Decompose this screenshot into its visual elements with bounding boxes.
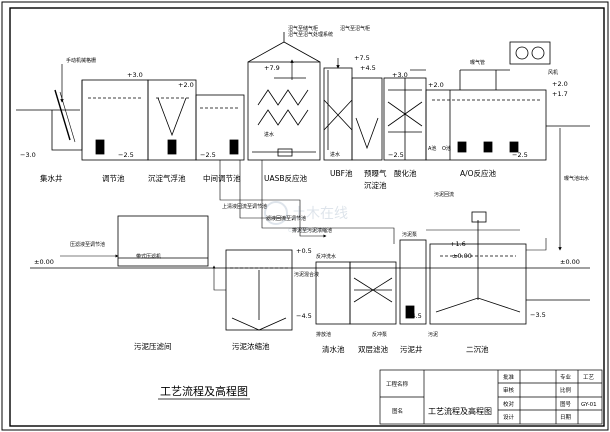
label-filtrate-return: 滤液回流至调节池 [266, 215, 306, 222]
lower-flow-lines [60, 160, 547, 291]
tb-approved: 批准 [503, 373, 515, 381]
label-ubf: UBF池 [330, 168, 353, 178]
label-double-filter: 双层滤池 [358, 344, 388, 354]
label-filtrate-to-eq: 压滤液至调节池 [70, 241, 105, 248]
lower-train [30, 211, 590, 331]
blower-shape [509, 41, 551, 65]
label-a-tank: A池 [428, 145, 436, 152]
tb-drawing-no: 图号 [560, 400, 572, 408]
title-block [379, 369, 603, 425]
double-filter-shape [349, 261, 397, 325]
svg-text:co188.com: co188.com [288, 226, 327, 234]
label-daf: 沉淀气浮池 [148, 173, 186, 183]
label-sludge-pump: 污泥泵 [402, 231, 417, 238]
ao-reactor-shape [425, 89, 547, 161]
elev-minus-3-5: −3.5 [530, 311, 546, 319]
elev-plus-1-6: +1.6 [450, 240, 466, 248]
label-o-tank: O池 [442, 145, 451, 152]
press-room-shape [117, 215, 209, 267]
equalization-tank-shape [81, 79, 149, 161]
label-blower: 风机 [548, 69, 558, 76]
tb-specialty: 专业 [560, 373, 572, 381]
label-supernatant-return: 上清液回流至调节池 [222, 203, 267, 210]
label-biogas-3: 沼气至沼气柜 [340, 25, 370, 32]
sludge-well-shape [399, 239, 427, 325]
label-pre-aeration-2: 沉淀池 [364, 180, 387, 190]
drawing-title: 工艺流程及高程图 [160, 384, 248, 398]
label-pre-aeration-1: 预曝气 [364, 168, 387, 178]
elev-plus-2-0-b: +2.0 [428, 81, 444, 89]
uasb-shape [247, 61, 321, 161]
elev-pm-0-00-b: ±0.00 [452, 252, 472, 260]
watermark: 土木在线 co188.com [264, 201, 348, 234]
label-collection-well: 集水井 [40, 173, 63, 183]
label-outfall: 排放池 [316, 331, 331, 338]
tb-designed: 设计 [503, 413, 515, 421]
label-uasb: UASB反应池 [264, 173, 308, 183]
label-sludge-thickener: 污泥浓缩池 [232, 341, 270, 351]
elev-pm-0-00-c: ±0.00 [560, 258, 580, 266]
label-sludge-well: 污泥井 [400, 344, 423, 354]
label-sludge-return: 污泥回流 [434, 191, 454, 198]
elev-plus-4-5: +4.5 [360, 64, 376, 72]
elev-plus-2-0-c: +2.0 [552, 80, 568, 88]
label-press-filter: 带式压滤机 [136, 253, 161, 260]
drawing-frame-inner [9, 7, 605, 427]
elev-plus-7-5: +7.5 [354, 54, 370, 62]
label-aeration-pipe: 曝气管 [470, 59, 485, 66]
clear-water-shape [315, 261, 351, 325]
label-ao-reactor: A/O反应池 [460, 168, 497, 178]
elev-minus-2-5-a: −2.5 [118, 151, 134, 159]
label-biogas-1: 沼气至储气柜 [288, 25, 318, 32]
elev-minus-4-5-b: −4.5 [406, 312, 422, 320]
elev-minus-2-5-c: −2.5 [388, 151, 404, 159]
tb-scale: 比例 [560, 386, 572, 394]
elev-pm-0-00-a: ±0.00 [34, 258, 54, 266]
label-sludge-press-room: 污泥压滤间 [134, 341, 172, 351]
label-sludge: 污泥 [428, 331, 438, 338]
pre-aeration-shape [351, 77, 383, 161]
tb-project-label: 工程名称 [386, 380, 409, 388]
label-sludge-mix: 污泥混合液 [294, 271, 319, 278]
label-secondary-clarifier: 二沉池 [466, 344, 489, 354]
label-equalization-tank: 调节池 [102, 173, 125, 183]
label-backwash-water: 反冲洗水 [316, 253, 336, 260]
upper-train [16, 32, 590, 161]
elev-plus-2-0-a: +2.0 [178, 81, 194, 89]
label-aerated-effluent: 曝气池出水 [564, 175, 589, 182]
elev-plus-3-0-b: +3.0 [392, 71, 408, 79]
tb-drawing-name: 工艺流程及高程图 [428, 406, 492, 416]
elev-plus-1-7: +1.7 [552, 90, 568, 98]
label-fine-screen: 手动机械格栅 [66, 57, 96, 64]
elev-plus-3-0-a: +3.0 [127, 71, 143, 79]
label-inlet-2: 进水 [330, 151, 340, 158]
label-clear-water: 清水池 [322, 344, 345, 354]
label-acidification: 酸化池 [394, 168, 417, 178]
elev-plus-7-9: +7.9 [264, 64, 280, 72]
elev-minus-2-5-d: −2.5 [512, 151, 528, 159]
tb-drawing-no-value: GY-01 [581, 402, 597, 408]
upper-flow-arrows [60, 58, 562, 251]
elev-minus-4-5-a: −4.5 [296, 312, 312, 320]
tb-specialty-value: 工艺 [583, 374, 595, 381]
label-backwash-pump: 反冲泵 [372, 331, 387, 338]
tb-reviewed: 审核 [503, 386, 515, 394]
elev-plus-0-5: +0.5 [296, 247, 312, 255]
tb-drawing-label: 图名 [392, 407, 403, 415]
label-sludge-discharge: 排泥至污泥浓缩池 [292, 227, 332, 234]
elev-minus-2-5-b: −2.5 [200, 151, 216, 159]
tb-checked: 校对 [503, 400, 515, 408]
label-biogas-2: 沼气至沼气处理系统 [288, 31, 333, 38]
tb-date: 日期 [560, 414, 572, 421]
svg-text:土木在线: 土木在线 [292, 206, 348, 222]
elev-minus-3-0: −3.0 [20, 151, 36, 159]
label-intermediate-tank: 中间调节池 [203, 173, 241, 183]
label-inlet: 进水 [264, 131, 274, 138]
